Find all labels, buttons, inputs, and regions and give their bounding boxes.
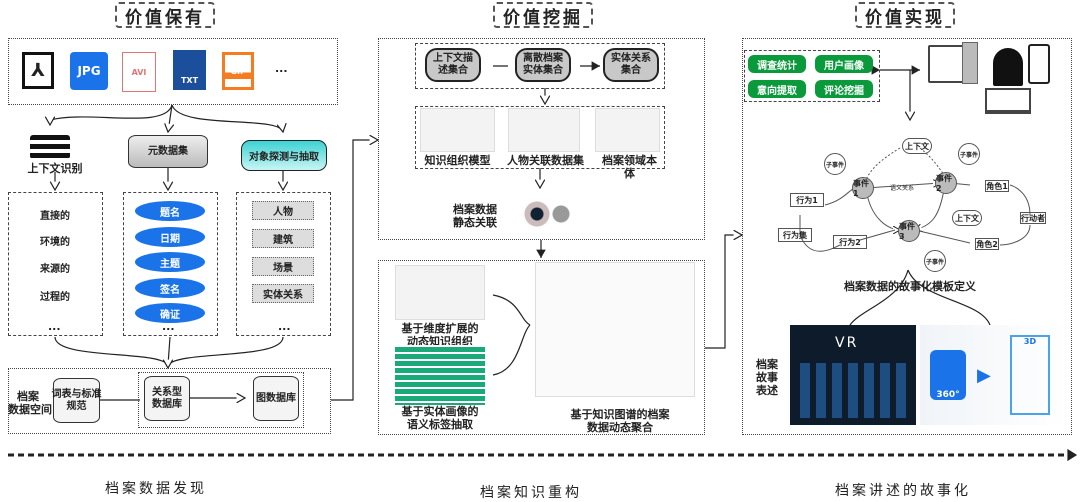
event-node: 事件2 [935, 172, 957, 194]
static-association-label: 档案数据 静态关联 [453, 203, 497, 229]
object-item: 人物 [252, 201, 314, 220]
data-space-label: 档案 数据空间 [8, 390, 52, 416]
mining-lower-box [378, 260, 705, 435]
pano-360-icon: 360° [930, 350, 966, 400]
graph-db: 图数据库 [253, 376, 299, 421]
mining-upper-box [378, 38, 705, 240]
vocabulary-db: 词表与标准 规范 [52, 378, 102, 423]
metadata-set-cylinder: 元数据集 [128, 135, 208, 168]
metadata-item: 日期 [135, 227, 205, 247]
entity-set: 离散档案 实体集合 [515, 48, 571, 82]
sub-event-node: 子事件 [958, 143, 980, 165]
knowledge-model-label: 知识组织模型 [424, 154, 491, 167]
relation-dataset-label: 人物关联数据集 [507, 154, 584, 167]
sets-group [415, 43, 665, 89]
metadata-column [123, 192, 218, 336]
object-item: 建筑 [252, 229, 314, 248]
user-icon [993, 48, 1023, 86]
metadata-item: 确证 [135, 303, 205, 323]
action-node: 行为2 [833, 235, 867, 249]
dimension-graph-image [395, 265, 485, 320]
pdf-icon: ⅄ [22, 52, 54, 89]
story-expression-label: 档案 故事 表述 [756, 358, 778, 397]
laptop-icon [985, 88, 1031, 114]
dimension-label: 基于维度扩展的 动态知识组织 [401, 322, 479, 348]
kg-aggregation-label: 基于知识图谱的档案 数据动态聚合 [570, 408, 670, 434]
survey-stats-button[interactable]: 调查统计 [748, 55, 806, 73]
context-menu-icon [30, 135, 70, 159]
models-group [415, 106, 665, 169]
knowledge-model-image [420, 108, 495, 152]
context-set: 上下文描 述集合 [425, 48, 481, 82]
context-recognition-label: 上下文识别 [27, 162, 83, 175]
relational-db: 关系型 数据库 [144, 376, 190, 421]
avi-icon: AVI [122, 52, 156, 92]
relation-label: 语义关系 [890, 185, 915, 192]
context-column [8, 192, 103, 336]
object-detection-box: 对象探测与抽取 [241, 140, 327, 171]
phase-discovery: 档案数据发现 [105, 481, 207, 497]
data-space-box [8, 368, 331, 434]
section-title-value-realization: 价值实现 [855, 2, 955, 28]
vr-icons-grid [800, 363, 906, 418]
relation-dataset-image [508, 108, 580, 152]
context-item: 直接的 [40, 210, 70, 222]
phase-reconstruction: 档案知识重构 [480, 485, 582, 501]
sub-event-node: 子事件 [924, 250, 946, 272]
section-title-value-preservation: 价值保有 [115, 2, 215, 28]
tag-extraction-label: 基于实体画像的 语义标签抽取 [401, 405, 479, 431]
user-profile-button[interactable]: 用户画像 [815, 55, 873, 73]
more-metadata: ... [162, 320, 175, 333]
tower-icon [962, 42, 978, 84]
ontology-image [595, 108, 660, 152]
event-node: 事件3 [898, 220, 920, 242]
role-node: 角色2 [975, 238, 999, 250]
semantic-tags-image [395, 345, 485, 405]
file-formats-box [8, 38, 338, 105]
context-cloud: 上下文 [952, 210, 982, 226]
more-context: ... [48, 320, 61, 333]
metadata-item: 主题 [135, 252, 205, 272]
context-item: 环境的 [40, 236, 70, 248]
more-files: ... [275, 62, 288, 75]
static-association-graph [505, 190, 585, 238]
more-objects: ... [278, 320, 291, 333]
event-node: 事件1 [852, 177, 874, 199]
section-title-value-mining: 价值挖掘 [493, 2, 593, 28]
object-item: 场景 [252, 257, 314, 276]
object-item: 实体关系 [252, 284, 314, 303]
gif-icon: GIF [222, 52, 254, 90]
cube-3d-icon: 3D [1010, 335, 1050, 415]
realization-box [742, 38, 1072, 435]
vr-label: VR [835, 335, 859, 351]
context-item: 过程的 [40, 291, 70, 303]
phase-storytelling: 档案讲述的故事化 [835, 483, 971, 499]
context-item: 来源的 [40, 263, 70, 275]
phone-icon [1028, 44, 1050, 84]
role-node: 角色1 [985, 180, 1009, 192]
txt-icon: TXT [173, 50, 206, 90]
ontology-label: 档案领域本体 [602, 154, 657, 180]
analysis-group [744, 50, 880, 102]
panorama-3d-image: 360° ▶ 3D [920, 325, 1068, 425]
metadata-item: 签名 [135, 278, 205, 298]
action-set-node: 行为集 [778, 228, 812, 242]
intent-extraction-button[interactable]: 意向提取 [748, 80, 806, 98]
sub-event-node: 子事件 [824, 153, 846, 175]
jpg-icon: JPG [70, 52, 108, 90]
action-node: 行为1 [790, 193, 824, 207]
story-template-label: 档案数据的故事化模板定义 [844, 280, 976, 293]
database-group [138, 372, 304, 428]
metadata-item: 题名 [135, 201, 205, 221]
context-cloud: 上下文 [902, 138, 932, 154]
vr-image: VR [790, 325, 916, 425]
play-arrow-icon: ▶ [977, 365, 991, 386]
actor-node: 行动者 [1020, 212, 1046, 224]
relation-set: 实体关系 集合 [603, 48, 659, 82]
comment-mining-button[interactable]: 评论挖掘 [815, 80, 873, 98]
object-column [236, 192, 331, 336]
knowledge-graph-image [535, 262, 695, 397]
